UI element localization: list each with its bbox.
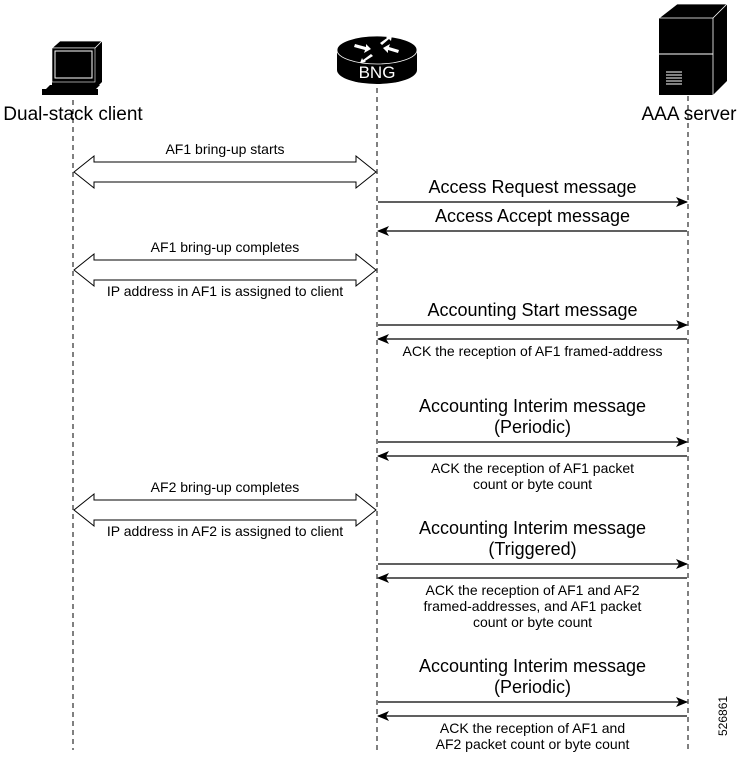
bng-label: BNG <box>358 63 396 82</box>
label-below-af2-complete: IP address in AF2 is assigned to client <box>106 523 344 539</box>
label-above-acct-start: Accounting Start message <box>427 300 638 320</box>
label-above-af2-complete: AF2 bring-up completes <box>150 479 300 495</box>
label-above-access-request: Access Request message <box>428 177 637 197</box>
label-above-interim-periodic-1: Accounting Interim message(Periodic) <box>418 396 647 437</box>
actor-label-aaa: AAA server <box>641 104 737 125</box>
label-above-interim-triggered: Accounting Interim message(Triggered) <box>418 518 647 559</box>
actor-label-client: Dual-stack client <box>3 104 143 125</box>
label-above-af1-complete: AF1 bring-up completes <box>150 239 300 255</box>
server-icon <box>657 3 728 95</box>
double-arrow-af1-start <box>73 154 377 190</box>
double-arrow-af1-complete <box>73 252 377 288</box>
label-below-af1-complete: IP address in AF1 is assigned to client <box>106 283 344 299</box>
label-below-ack-1: ACK the reception of AF1 framed-address <box>402 343 663 359</box>
label-above-af1-start: AF1 bring-up starts <box>165 141 285 157</box>
computer-icon <box>42 40 103 95</box>
double-arrow-af2-complete <box>73 492 377 528</box>
figure-id: 526861 <box>716 695 730 736</box>
label-above-access-accept: Access Accept message <box>434 206 631 226</box>
router-icon <box>336 35 418 84</box>
label-above-interim-periodic-2: Accounting Interim message(Periodic) <box>418 656 647 697</box>
